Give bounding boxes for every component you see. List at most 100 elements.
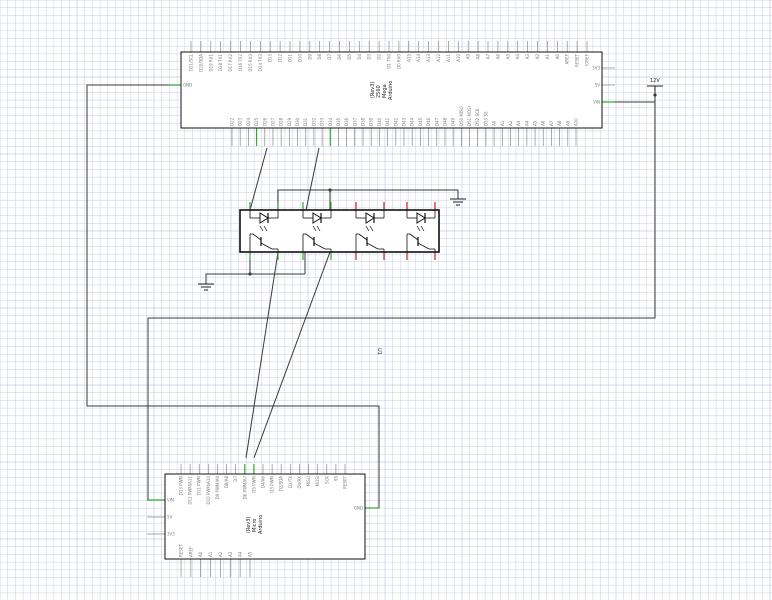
mega-top-pin-label: A6 — [495, 54, 500, 60]
opto-channels — [249, 210, 436, 252]
wire-mega-to-opto-1[interactable] — [249, 147, 268, 211]
micro-pins — [147, 464, 379, 577]
micro-top-pin-label: D5 PWM — [251, 475, 256, 492]
opto-body — [239, 209, 440, 253]
mega-bottom-pin-label: A2 — [508, 120, 513, 126]
junction-dot — [248, 272, 252, 276]
mega-top-pin-label: D13 — [268, 54, 273, 63]
mega-bottom-pin-label: D42 — [393, 117, 398, 126]
mega-bottom-pin-label: A3 — [516, 120, 521, 126]
micro-top-pin-label: D8/A8 — [224, 476, 229, 489]
mega-name-line-2: Mega — [382, 84, 388, 98]
light-arrow-icon — [316, 225, 321, 232]
transistor-emitter — [417, 242, 430, 250]
micro-bottom-pin-label: RESET — [179, 544, 184, 557]
micro-top-pin-label: D4/A6 — [261, 476, 266, 489]
mega-bottom-pin-label: D31 — [303, 117, 308, 126]
part-label: U1 — [376, 348, 382, 355]
micro-bottom-pin-label: A5 — [248, 551, 253, 557]
mega-bottom-pin-label: D24 — [246, 117, 251, 126]
mega-bottom-pin-label: D36 — [344, 117, 349, 126]
transistor-collector — [305, 233, 315, 241]
mega-top-pin-label: IOREF — [585, 53, 590, 66]
mega-top-pin-label: A7 — [486, 54, 491, 60]
mega-bottom-pin-label: D25 — [254, 117, 259, 126]
ground-symbol-top[interactable] — [450, 198, 466, 206]
mega-bottom-pin-label: D44 — [410, 117, 415, 126]
mega-top-pin-label: D7 — [327, 54, 332, 60]
wire-opto-to-micro-2[interactable] — [253, 251, 331, 459]
mega-top-pin-label: D2 — [377, 54, 382, 60]
mega-bottom-pin-label: D26 — [262, 117, 267, 126]
mega-top-pin-label: D3 — [367, 54, 372, 60]
mega-bottom-pin-label: D23 — [238, 117, 243, 126]
mega-top-pin-label: D12 — [278, 54, 283, 63]
transistor-collector — [409, 233, 419, 241]
micro-name-line-3: (Rev3) — [246, 517, 252, 533]
transistor-collector — [358, 233, 368, 241]
mega-top-pin-label: D5 — [347, 54, 352, 60]
wire-mega-to-opto-2[interactable] — [305, 147, 320, 211]
mega-bottom-pin-label: D45 — [418, 117, 423, 126]
mega-top-pin-label: A10 — [456, 54, 461, 62]
light-arrow-icon — [420, 225, 425, 232]
mega-bottom-pin-label: D46 — [426, 117, 431, 126]
mega-bottom-pin-label: D33 — [320, 117, 325, 126]
mega-top-pin-label: A8 — [476, 54, 481, 60]
wire-opto-to-micro-1[interactable] — [245, 251, 279, 459]
mega-top-pin-label: A13 — [426, 54, 431, 62]
mega-top-pin-label: D19 RX1 — [208, 54, 213, 72]
mega-bottom-pin-label: D50 MISO — [459, 106, 464, 126]
micro-top-pin-label: D10 PWM/A10 — [206, 476, 211, 505]
micro-bottom-pin-label: A4 — [238, 551, 243, 557]
supply-12v[interactable]: 12V — [647, 78, 663, 91]
mega-right-pin-label: VIN — [593, 100, 600, 105]
micro-right-pin-label: GND — [354, 506, 363, 511]
mega-top-pin-label: A12 — [436, 54, 441, 62]
mega-top-pin-label: D4 — [357, 54, 362, 60]
mega-bottom-pin-label: D40 — [377, 117, 382, 126]
mega-bottom-pin-label: A9 — [565, 120, 570, 126]
optocoupler-4ch[interactable] — [239, 202, 440, 260]
mega-top-pin-label: A0 — [555, 54, 560, 60]
mega-left-pin-label: GND — [183, 83, 192, 88]
micro-bottom-pin-label: A2 — [218, 551, 223, 557]
mega-bottom-pin-label: A0 — [492, 120, 497, 126]
mega-bottom-pin-label: D29 — [287, 117, 292, 126]
micro-top-pin-label: SS — [333, 476, 338, 482]
mega-bottom-pin-label: A1 — [500, 120, 505, 126]
wire-opto-emitter-bus[interactable] — [205, 252, 251, 284]
mega-bottom-pin-label: A5 — [533, 120, 538, 126]
light-arrow-icon — [416, 225, 421, 232]
micro-top-pin-label: D2/SDA — [279, 476, 284, 492]
mega-top-pin-label: RESET — [575, 53, 580, 66]
micro-left-pin-label: 3V3 — [167, 532, 175, 537]
transistor-emitter — [366, 242, 379, 250]
light-arrow-icon — [312, 225, 317, 232]
mega-top-pin-label: D21/SCL — [189, 53, 194, 71]
mega-top-pin-label: A2 — [535, 54, 540, 60]
mega-pins — [169, 41, 615, 146]
micro-top-pin-label: D12 PWM/A11 — [188, 476, 193, 505]
mega-top-pin-label: A9 — [466, 54, 471, 60]
micro-top-pin-label: MISO — [306, 476, 311, 486]
mega-bottom-pin-label: D22 — [230, 117, 235, 126]
mega-top-pin-label: D1 TX0 — [387, 54, 392, 69]
opto-pins — [249, 202, 436, 260]
mega-top-pin-label: A3 — [525, 54, 530, 60]
mega-bottom-pin-label: D47 — [434, 117, 439, 126]
light-arrow-icon — [263, 225, 268, 232]
mega-top-pin-label: A14 — [416, 54, 421, 62]
ground-symbol-bottom[interactable] — [198, 283, 214, 291]
mega-top-pin-label: D14 TX3 — [258, 54, 263, 72]
mega-bottom-pin-label: D51 MOSI — [467, 106, 472, 126]
mega-top-pin-label: D6 — [337, 54, 342, 60]
mega-right-pin-label: 5V — [595, 83, 601, 88]
mega-bottom-pin-label: D52 SCK — [475, 108, 480, 126]
wire-opto-cathode-bus[interactable] — [277, 189, 459, 210]
mega-bottom-pin-label: A10 — [574, 118, 579, 126]
light-arrow-icon — [365, 225, 370, 232]
